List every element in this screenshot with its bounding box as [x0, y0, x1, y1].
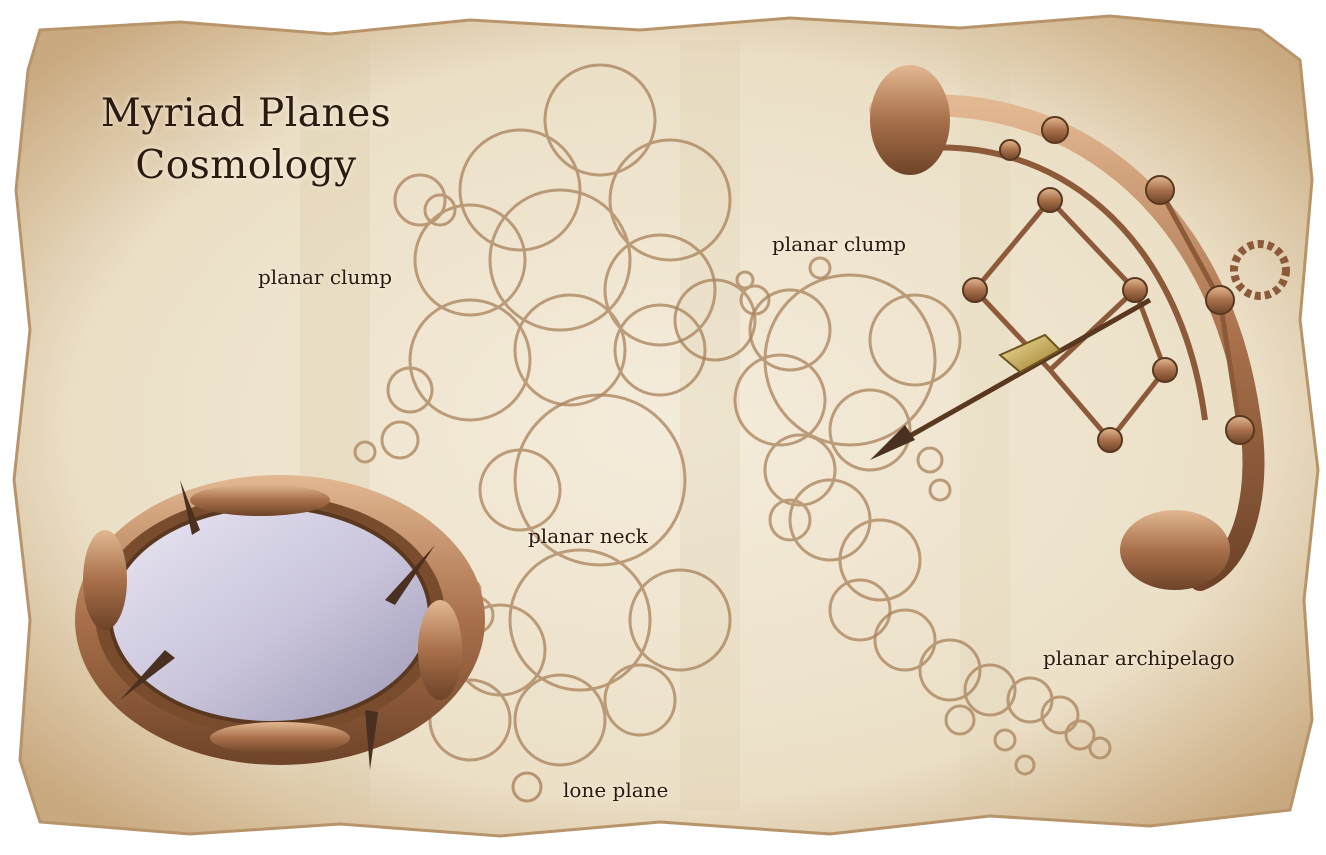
map-title-line-2: Cosmology — [86, 140, 406, 192]
map-title-line-1: Myriad Planes — [86, 88, 406, 140]
map-title: Myriad Planes Cosmology — [86, 88, 406, 192]
label-lone-plane: lone plane — [563, 778, 668, 802]
label-planar-archipelago: planar archipelago — [1043, 646, 1235, 670]
label-planar-clump-left: planar clump — [258, 265, 392, 289]
label-planar-clump-right: planar clump — [772, 232, 906, 256]
label-planar-neck: planar neck — [528, 524, 648, 548]
